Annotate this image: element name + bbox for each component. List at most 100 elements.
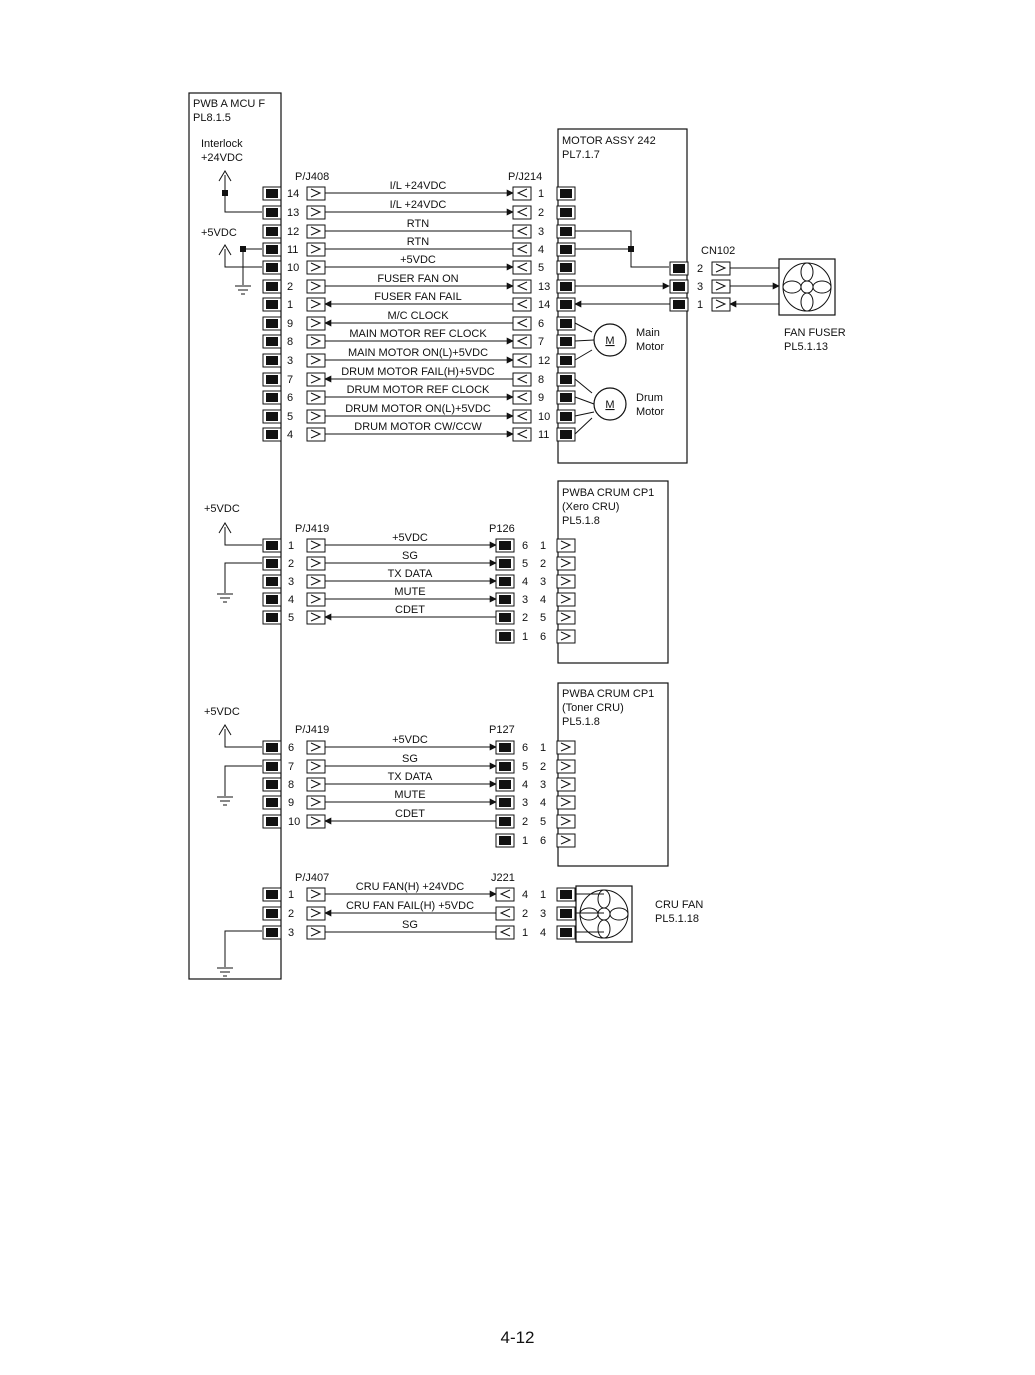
mcu-pin-fill [266, 559, 278, 568]
crum-right-pin-label: 5 [540, 816, 546, 828]
cru-fan-name: CRU FAN [655, 899, 703, 911]
fan-fuser-pl: PL5.1.13 [784, 341, 828, 353]
pj408-plug [306, 316, 326, 331]
mcu-pin-fill [266, 928, 278, 937]
pj408-plug-chevron [310, 429, 322, 439]
drum-motor-label-1: Drum [636, 392, 663, 404]
crum-pin-fill [499, 762, 511, 771]
pj408-pin-label: 6 [287, 392, 293, 404]
pj214-pin-label: 11 [538, 429, 549, 441]
connector-pj214: P/J214 [508, 171, 542, 183]
pj408-plug [306, 224, 326, 239]
pj214-pin-label: 3 [538, 226, 544, 238]
pj214-pin-label: 8 [538, 374, 544, 386]
cru-fan-pin-fill [560, 928, 572, 937]
crum-toner-sub: (Toner CRU) [562, 702, 624, 714]
crum-plug [556, 538, 576, 553]
signal-label: MAIN MOTOR REF CLOCK [349, 328, 487, 340]
mcu-pin-fill [266, 300, 278, 309]
pj214-pin-label: 9 [538, 392, 544, 404]
crum-plug [556, 795, 576, 810]
connector-pj419-toner: P/J419 [295, 724, 329, 736]
pj419-pin-label: 3 [288, 576, 294, 588]
motor-assy-name: MOTOR ASSY 242 [562, 135, 656, 147]
pj408-plug [306, 242, 326, 257]
signal-label: MUTE [394, 586, 425, 598]
mcu-pin-fill [266, 393, 278, 402]
cru-fan-pin-label: 3 [540, 908, 546, 920]
pj408-pin-label: 10 [287, 262, 299, 274]
pj214-plug-chevron [516, 299, 528, 309]
pj214-pin-label: 6 [538, 318, 544, 330]
main-motor-symbol: M [593, 323, 627, 357]
pj408-plug [306, 409, 326, 424]
pj214-plug-chevron [516, 429, 528, 439]
crum-plug [556, 814, 576, 829]
signal-label: MAIN MOTOR ON(L)+5VDC [348, 347, 488, 359]
pj419-plug-chevron [310, 558, 322, 568]
pj419-plug-chevron [310, 594, 322, 604]
signal-label: DRUM MOTOR REF CLOCK [347, 384, 490, 396]
crum-right-pin-label: 6 [540, 835, 546, 847]
pj214-plug [512, 316, 532, 331]
pj419-plug-chevron [310, 761, 322, 771]
cn102-plug [711, 261, 731, 276]
crum-mid-pin-label: 3 [522, 797, 528, 809]
pj408-pin-label: 12 [287, 226, 299, 238]
j221-plug [495, 887, 515, 902]
mcu-pin-fill [266, 245, 278, 254]
mcu-pin-fill [266, 762, 278, 771]
connector-pj419-xero: P/J419 [295, 523, 329, 535]
pj407-plug [306, 906, 326, 921]
crum-pin-fill [499, 595, 511, 604]
pj214-plug [512, 390, 532, 405]
pj408-pin-label: 5 [287, 411, 293, 423]
pj408-plug [306, 353, 326, 368]
pj214-plug [512, 427, 532, 442]
signal-label: I/L +24VDC [390, 199, 447, 211]
j221-plug-chevron [499, 908, 511, 918]
signal-label: CDET [395, 604, 425, 616]
pj214-plug [512, 297, 532, 312]
crum-plug [556, 629, 576, 644]
crum-pin-fill [499, 780, 511, 789]
crum-toner-name: PWBA CRUM CP1 [562, 688, 654, 700]
crum-plug-chevron [560, 779, 572, 789]
supply-5v-label-3: +5VDC [204, 706, 240, 718]
cn102-pin-label: 1 [697, 299, 703, 311]
crum-right-pin-label: 4 [540, 797, 546, 809]
pj419-plug [306, 759, 326, 774]
crum-plug-chevron [560, 797, 572, 807]
pj419-plug [306, 795, 326, 810]
cn102-pin-fill [673, 264, 685, 273]
crum-plug [556, 556, 576, 571]
crum-plug [556, 740, 576, 755]
pj408-plug [306, 390, 326, 405]
pj419-plug [306, 538, 326, 553]
pj214-plug-chevron [516, 207, 528, 217]
pj214-pin-label: 7 [538, 336, 544, 348]
fan-fuser-name: FAN FUSER [784, 327, 846, 339]
signal-label: SG [402, 753, 418, 765]
j221-pin-label: 2 [522, 908, 528, 920]
crum-mid-pin-label: 3 [522, 594, 528, 606]
pj408-plug [306, 297, 326, 312]
motor-assy-pin-fill [560, 337, 572, 346]
pj419-plug-chevron [310, 540, 322, 550]
crum-mid-pin-label: 4 [522, 576, 528, 588]
pj214-plug-chevron [516, 411, 528, 421]
main-motor-label-2: Motor [636, 341, 664, 353]
crum-right-pin-label: 5 [540, 612, 546, 624]
pj407-plug-chevron [310, 927, 322, 937]
crum-plug [556, 574, 576, 589]
signal-label: DRUM MOTOR CW/CCW [354, 421, 482, 433]
crum-right-pin-label: 4 [540, 594, 546, 606]
crum-mid-pin-label: 5 [522, 558, 528, 570]
mcu-pin-fill [266, 595, 278, 604]
crum-plug-chevron [560, 540, 572, 550]
motor-assy-pin-fill [560, 375, 572, 384]
pj419-plug-chevron [310, 612, 322, 622]
pj408-plug [306, 372, 326, 387]
motor-assy-box: MOTOR ASSY 242 PL7.1.7 [557, 128, 688, 464]
